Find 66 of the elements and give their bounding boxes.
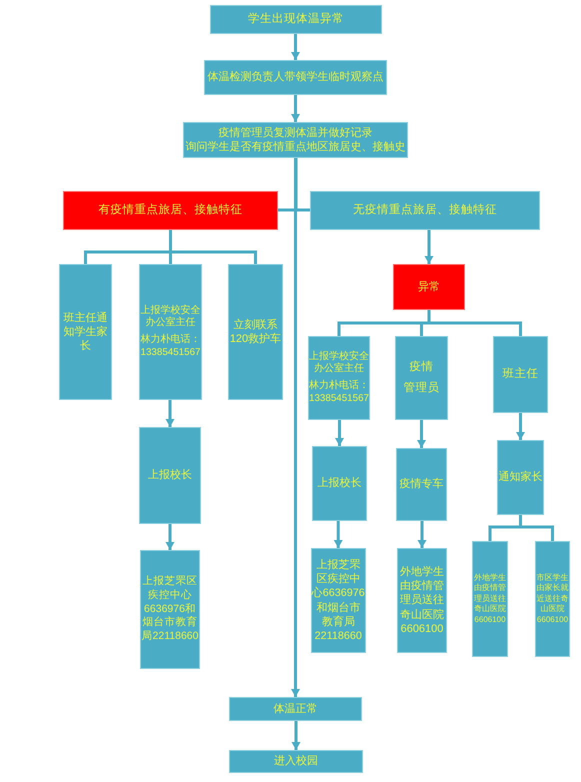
step-text: 外地学生由疫情管理员送往奇山医院6606100 — [399, 564, 445, 636]
step-text: 无疫情重点旅居、接触特征 — [353, 203, 497, 218]
process-box — [497, 440, 544, 515]
step-text: 进入校园 — [274, 754, 318, 769]
process-box — [63, 191, 278, 230]
process-box — [312, 446, 367, 521]
process-box — [139, 264, 202, 400]
step-text: 体温正常 — [274, 702, 318, 716]
process-box — [228, 264, 283, 400]
step-text: 询问学生是否有疫情重点地区旅居史、接触史 — [186, 140, 406, 154]
step-text: 上报学校安全办公室主任 — [309, 350, 369, 376]
step-text: 上报芝罘区疾控中心6636976和烟台市教育局22118660 — [141, 575, 199, 644]
step-text: 疫情专车 — [400, 477, 444, 492]
process-box — [229, 697, 362, 721]
process-box — [395, 336, 448, 420]
step-text: 上报学校安全办公室主任 — [140, 304, 201, 330]
process-box — [204, 60, 387, 95]
step-text: 体温检测负责人带领学生临时观察点 — [208, 70, 384, 85]
step-text: 上报校长 — [318, 476, 362, 491]
arrow — [291, 34, 300, 60]
process-box — [535, 541, 570, 657]
connector-line — [428, 310, 522, 336]
process-box — [472, 541, 508, 657]
step-text: 班主任 — [502, 367, 538, 382]
arrow — [424, 230, 434, 264]
step-text: 管理员 — [404, 381, 440, 396]
step-text: 林力朴电话：13385451567 — [309, 380, 369, 406]
step-text: 立刻联系120救护车 — [229, 318, 282, 346]
arrow — [291, 95, 300, 122]
process-box — [393, 264, 465, 310]
arrow — [516, 413, 525, 440]
process-box — [493, 336, 548, 413]
connector-line — [519, 515, 554, 541]
arrow — [335, 420, 344, 446]
arrow — [291, 158, 300, 697]
arrow — [418, 521, 426, 548]
step-text: 班主任通知学生家长 — [62, 310, 108, 354]
connector-line — [294, 158, 310, 212]
process-box — [396, 448, 447, 521]
step-text: 通知家长 — [498, 470, 542, 485]
process-box — [140, 550, 200, 669]
arrow — [166, 524, 174, 550]
step-text: 上报校长 — [148, 468, 192, 483]
process-box — [308, 336, 370, 420]
step-text: 疫情管理员复测体温并做好记录 — [218, 126, 372, 140]
step-text: 市区学生由家长就近送往奇山医院6606100 — [536, 573, 569, 625]
process-box — [59, 264, 112, 400]
step-text: 学生出现体温异常 — [248, 12, 344, 27]
arrow — [417, 420, 426, 448]
process-box — [139, 427, 201, 524]
arrow — [292, 721, 300, 750]
process-box — [310, 191, 540, 230]
arrow — [334, 521, 343, 548]
process-box — [183, 122, 408, 158]
step-text: 外地学生由疫情管理员送往奇山医院6606100 — [473, 573, 507, 625]
arrow — [166, 400, 174, 427]
process-box — [310, 548, 366, 653]
process-box — [397, 548, 447, 653]
step-text: 上报芝罘区疾控中心6636976和烟台市教育局22118660 — [312, 558, 365, 643]
connector-line — [169, 230, 257, 264]
step-text: 异常 — [418, 280, 440, 294]
process-box — [210, 5, 382, 34]
step-text: 疫情 — [410, 360, 434, 375]
process-box — [229, 750, 363, 773]
step-text: 林力朴电话：13385451567 — [140, 334, 201, 360]
step-text: 有疫情重点旅居、接触特征 — [98, 203, 242, 218]
